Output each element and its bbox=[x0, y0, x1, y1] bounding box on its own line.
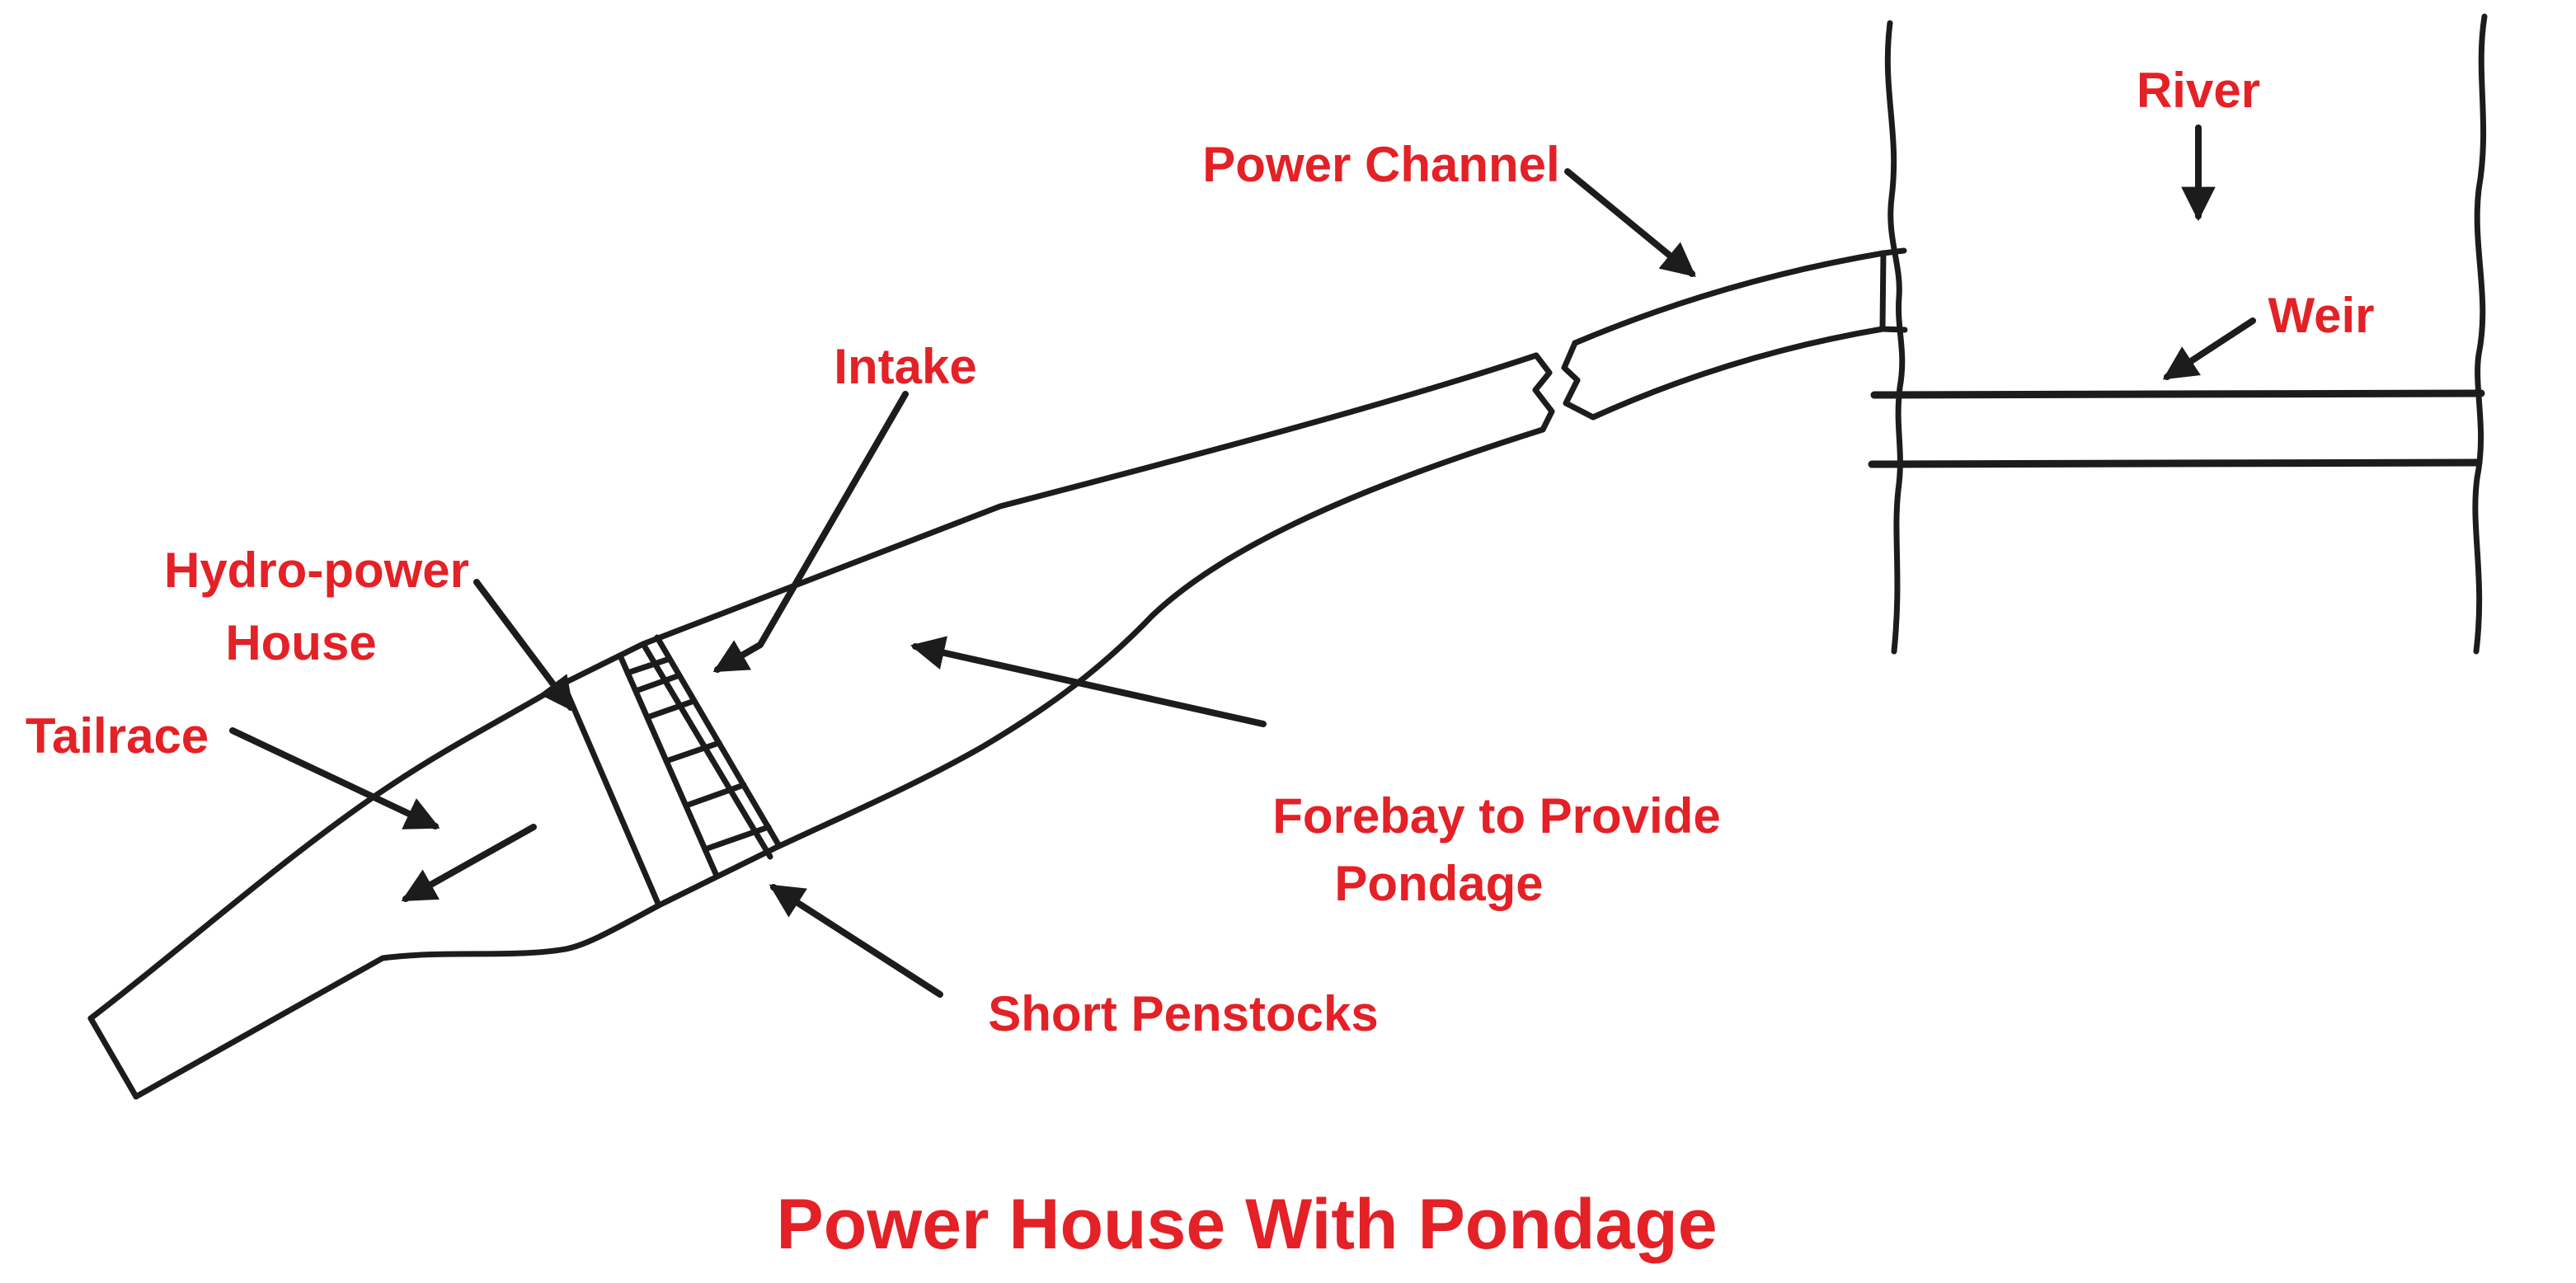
waterway-upper-boundary bbox=[87, 352, 1539, 1022]
river-right-bank bbox=[2472, 13, 2488, 655]
short-penstocks-label: Short Penstocks bbox=[988, 986, 1378, 1041]
power-channel-label: Power Channel bbox=[1202, 137, 1559, 192]
svg-text:Pondage: Pondage bbox=[1334, 856, 1543, 911]
forebay-leader-arrow bbox=[910, 636, 1267, 727]
weir-bottom-line bbox=[1868, 458, 2483, 468]
diagram-title: Power House With Pondage bbox=[776, 1185, 1717, 1264]
channel-mouth-cap bbox=[1879, 247, 1908, 333]
hydro-power-house-leader-arrow bbox=[473, 579, 574, 712]
channel-break-jag-right bbox=[1561, 340, 1596, 421]
channel-upper-edge-right bbox=[1572, 250, 1887, 346]
channel-break-jag-left bbox=[1532, 352, 1555, 433]
weir-top-line bbox=[1870, 389, 2485, 399]
tailrace-leader-arrow bbox=[229, 727, 440, 829]
weir-label: Weir bbox=[2268, 288, 2375, 343]
channel-lower-edge-right bbox=[1590, 326, 1886, 421]
hydro-power-house-label: Hydro-power House bbox=[164, 543, 469, 670]
tailrace-end-cap bbox=[87, 1015, 139, 1100]
forebay-label: Forebay to Provide Pondage bbox=[1272, 788, 1720, 911]
power-channel-leader-arrow bbox=[1564, 168, 1696, 277]
waterway-lower-boundary bbox=[133, 426, 1546, 1100]
svg-text:Forebay to Provide: Forebay to Provide bbox=[1272, 788, 1720, 844]
svg-text:Hydro-power: Hydro-power bbox=[164, 543, 469, 598]
powerhouse-wall-downstream bbox=[560, 680, 662, 909]
intake-leader-arrow bbox=[712, 391, 909, 673]
short-penstocks-leader-arrow bbox=[769, 884, 943, 998]
intake-label: Intake bbox=[834, 339, 976, 394]
tailrace-label: Tailrace bbox=[26, 708, 209, 764]
weir-leader-arrow bbox=[2162, 317, 2256, 380]
svg-text:House: House bbox=[225, 615, 376, 670]
tailrace-flow-arrow bbox=[401, 824, 537, 902]
river-label: River bbox=[2136, 63, 2260, 118]
river-left-bank bbox=[1884, 20, 1906, 655]
penstock-ladder-rungs bbox=[624, 656, 772, 853]
